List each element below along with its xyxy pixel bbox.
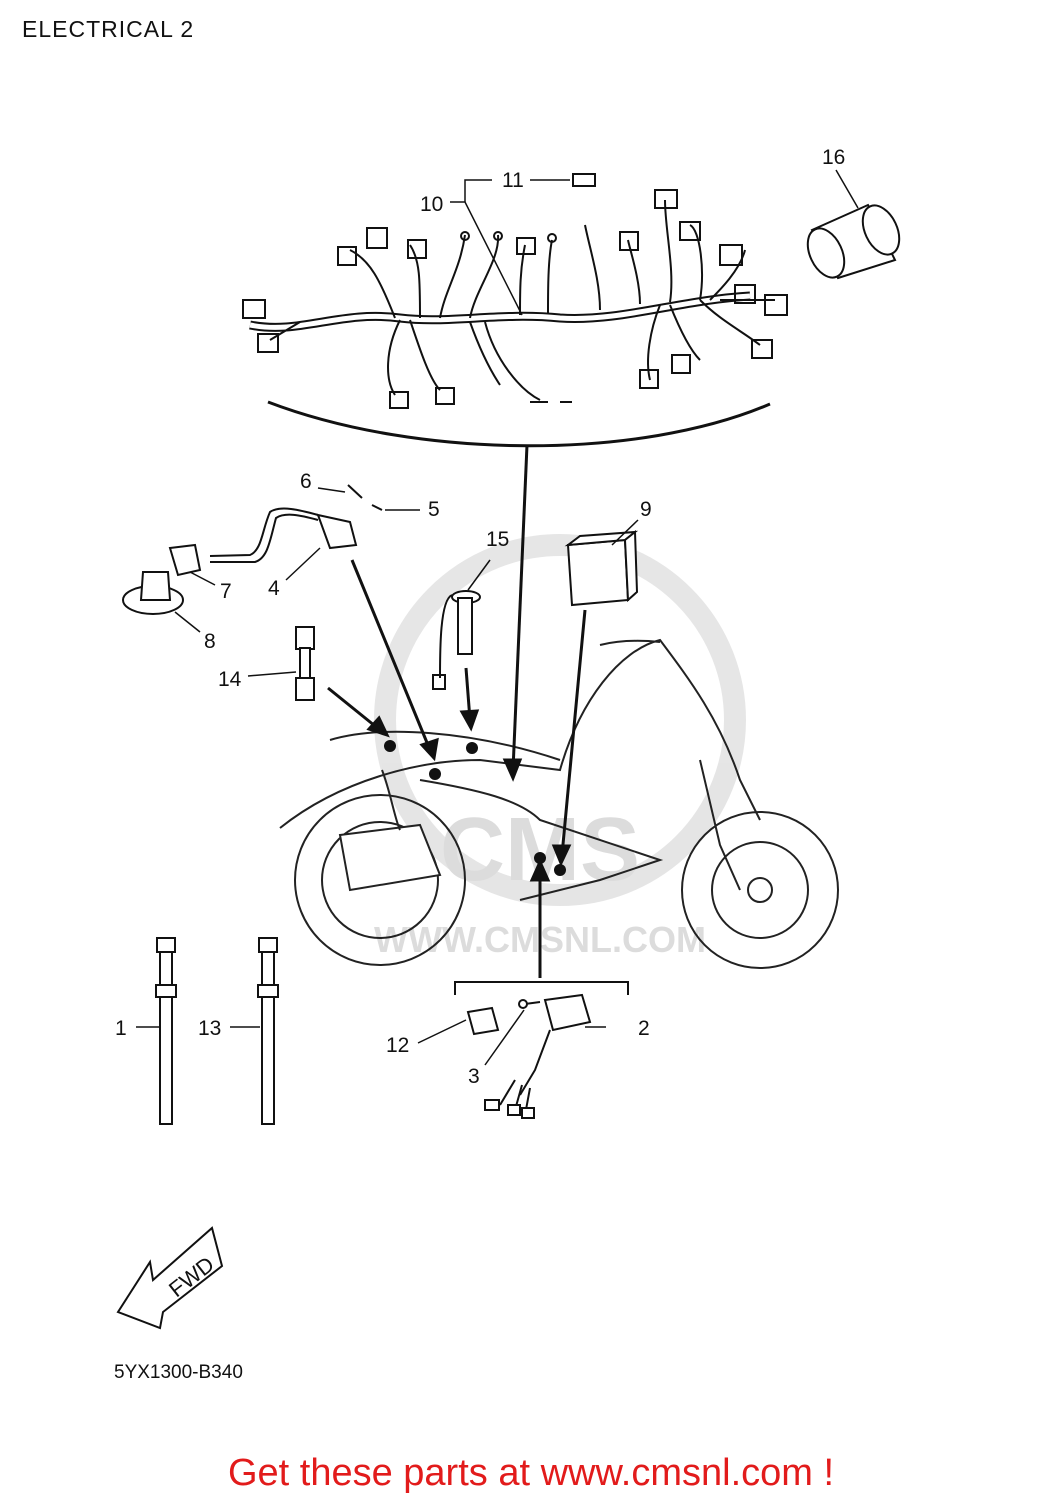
part-11-fuse <box>572 173 596 187</box>
part-label-14: 14 <box>218 668 242 691</box>
leader-lines <box>136 169 859 1066</box>
part-label-4: 4 <box>268 577 280 600</box>
part-label-5: 5 <box>428 498 440 521</box>
harness-group-bracket <box>267 400 771 448</box>
part-label-13: 13 <box>198 1017 221 1040</box>
part-14-grommet <box>295 626 315 701</box>
part-label-15: 15 <box>486 528 509 551</box>
cdi-unit-group <box>466 993 592 1119</box>
fwd-arrow: FWD <box>116 1226 224 1330</box>
part-label-2: 2 <box>638 1017 650 1040</box>
part-label-11: 11 <box>502 169 524 192</box>
part-label-9: 9 <box>640 498 652 521</box>
part-label-12: 12 <box>386 1034 409 1057</box>
part-label-16: 16 <box>822 146 845 169</box>
part-label-7: 7 <box>220 580 232 603</box>
part-9-battery <box>564 529 639 607</box>
part-16-cover <box>806 203 901 280</box>
drawing-code: 5YX1300-B340 <box>114 1362 243 1383</box>
part-number-labels: 1 2 3 4 5 6 7 8 9 10 11 12 13 14 15 16 <box>115 146 845 1088</box>
footer-cta[interactable]: Get these parts at www.cmsnl.com ! <box>0 1452 1062 1495</box>
ecu-group-bracket <box>454 981 629 995</box>
part-label-10: 10 <box>420 193 443 216</box>
scooter-outline <box>279 638 839 969</box>
cable-ties <box>155 937 279 1125</box>
part-label-3: 3 <box>468 1065 480 1088</box>
page-title: ELECTRICAL 2 <box>22 16 195 42</box>
location-arrows <box>327 444 587 978</box>
part-15-sensor <box>432 590 481 690</box>
ignition-coil-group <box>122 484 383 615</box>
footer-cta-link[interactable]: Get these parts at www.cmsnl.com ! <box>227 1452 835 1494</box>
wire-harness <box>242 189 788 409</box>
part-label-6: 6 <box>300 470 312 493</box>
part-label-1: 1 <box>115 1017 127 1040</box>
part-label-8: 8 <box>204 630 216 653</box>
